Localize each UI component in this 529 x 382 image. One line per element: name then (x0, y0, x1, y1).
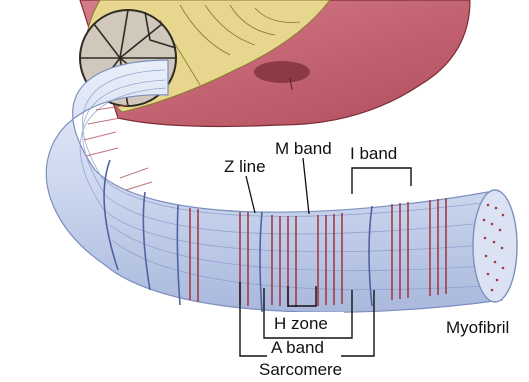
sarcomere-label: Sarcomere (259, 360, 342, 379)
i-band-label: I band (350, 144, 397, 163)
m-band-label: M band (275, 139, 332, 158)
myofibril-label: Myofibril (446, 318, 509, 337)
h-zone-label: H zone (274, 314, 328, 333)
myofibril-end-cap (473, 190, 517, 302)
z-line-label: Z line (224, 157, 266, 176)
i-band-bracket (352, 168, 411, 194)
muscle-nucleus (254, 61, 310, 83)
a-band-label: A band (271, 338, 324, 357)
